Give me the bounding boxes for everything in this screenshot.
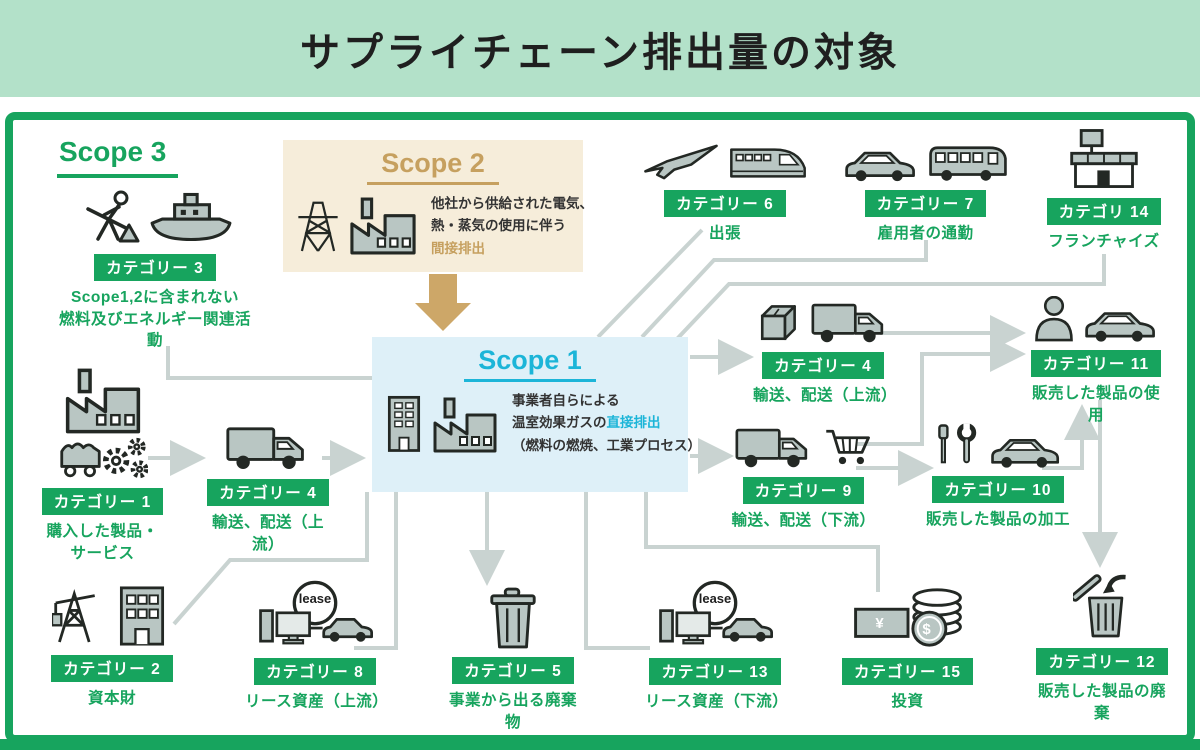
factory-icon bbox=[59, 368, 147, 434]
oil-derrick-icon bbox=[52, 585, 104, 647]
category-label: 雇用者の通勤 bbox=[877, 225, 974, 242]
airplane-icon bbox=[642, 142, 720, 182]
category-badge: カテゴリー 13 bbox=[649, 658, 781, 685]
category-7-node: カテゴリー 7 雇用者の通勤 bbox=[838, 142, 1013, 245]
category-label: 販売した製品の廃棄 bbox=[1037, 683, 1166, 722]
scope2-highlight: 間接排出 bbox=[431, 240, 485, 256]
truck-icon bbox=[733, 423, 815, 469]
storefront-icon bbox=[1066, 128, 1142, 190]
office-tower-icon bbox=[382, 393, 426, 453]
category-badge: カテゴリー 1 bbox=[41, 488, 164, 515]
title-banner: サプライチェーン排出量の対象 bbox=[0, 0, 1200, 97]
category-badge: カテゴリー 12 bbox=[1036, 648, 1168, 675]
shopping-cart-icon bbox=[823, 426, 875, 469]
car-icon bbox=[843, 144, 919, 182]
category-8-node: lease カテゴリー 8 リース資産（上流） bbox=[245, 580, 389, 713]
category-11-node: カテゴリー 11 販売した製品の使用 bbox=[1026, 296, 1166, 426]
trash-bin-icon bbox=[486, 587, 540, 649]
category-badge: カテゴリー 6 bbox=[664, 190, 786, 217]
category-4-upstream-node: カテゴリー 4 輸送、配送（上流） bbox=[203, 421, 333, 555]
digging-worker-icon bbox=[76, 188, 140, 246]
category-label: 投資 bbox=[891, 693, 924, 710]
scope1-highlight: 直接排出 bbox=[606, 415, 661, 431]
category-label: 資本財 bbox=[87, 690, 136, 707]
person-icon bbox=[1033, 296, 1075, 342]
category-label: Scope1,2に含まれない 燃料及びエネルギー関連活動 bbox=[58, 289, 251, 350]
category-badge: カテゴリー 15 bbox=[841, 658, 974, 685]
category-badge: カテゴリー 10 bbox=[932, 476, 1064, 503]
scope1-box: Scope 1 事業者自らによる 温室効果ガスの直接排出 （燃料の燃焼、工業プロ… bbox=[372, 337, 701, 492]
category-9-node: カテゴリー 9 輸送、配送（下流） bbox=[731, 423, 876, 532]
category-label: リース資産（上流） bbox=[245, 693, 389, 710]
category-label: 輸送、配送（下流） bbox=[731, 512, 876, 529]
dollar-symbol: $ bbox=[922, 621, 931, 638]
category-label: 購入した製品・ サービス bbox=[46, 523, 159, 562]
package-box-icon bbox=[755, 302, 801, 344]
category-4-upstream-right-node: カテゴリー 4 輸送、配送（上流） bbox=[753, 298, 898, 407]
ship-icon bbox=[148, 188, 234, 246]
scope2-title: Scope 2 bbox=[283, 148, 583, 185]
factory-icon bbox=[428, 397, 502, 453]
category-label: リース資産（下流） bbox=[645, 693, 789, 710]
category-badge: カテゴリ 14 bbox=[1046, 198, 1162, 225]
page-title: サプライチェーン排出量の対象 bbox=[300, 30, 900, 75]
bullet-train-icon bbox=[728, 144, 808, 182]
category-label: 出張 bbox=[708, 225, 741, 242]
category-label: 販売した製品の使用 bbox=[1031, 385, 1160, 424]
category-label: 事業から出る廃棄物 bbox=[448, 692, 577, 731]
category-2-node: カテゴリー 2 資本財 bbox=[42, 585, 182, 710]
category-14-node: カテゴリ 14 フランチャイズ bbox=[1043, 128, 1165, 253]
scope1-title: Scope 1 bbox=[372, 345, 688, 382]
lease-bubble-label: lease bbox=[298, 591, 332, 606]
category-5-node: カテゴリー 5 事業から出る廃棄物 bbox=[443, 587, 583, 733]
category-badge: カテゴリー 11 bbox=[1030, 350, 1162, 377]
car-icon bbox=[1083, 305, 1159, 342]
category-13-node: lease カテゴリー 13 リース資産（下流） bbox=[645, 580, 789, 713]
category-label: 輸送、配送（上流） bbox=[753, 387, 898, 404]
office-building-icon bbox=[112, 585, 172, 647]
scope1-description: 事業者自らによる 温室効果ガスの直接排出 （燃料の燃焼、工業プロセス） bbox=[512, 393, 701, 453]
category-12-node: カテゴリー 12 販売した製品の廃棄 bbox=[1032, 574, 1172, 724]
category-badge: カテゴリー 7 bbox=[864, 190, 987, 217]
category-label: 輸送、配送（上流） bbox=[211, 514, 324, 553]
category-badge: カテゴリー 2 bbox=[51, 655, 173, 682]
category-15-node: ¥ $ カテゴリー 15 投資 bbox=[840, 584, 975, 713]
scope3-label: Scope 3 bbox=[57, 136, 179, 178]
tools-icon bbox=[933, 423, 981, 468]
category-badge: カテゴリー 5 bbox=[452, 657, 574, 684]
car-icon bbox=[989, 432, 1063, 468]
category-label: 販売した製品の加工 bbox=[925, 511, 1070, 528]
lease-bubble-label: lease bbox=[698, 591, 732, 606]
category-label: フランチャイズ bbox=[1048, 233, 1160, 250]
bus-icon bbox=[927, 142, 1009, 182]
scope2-description: 他社から供給された電気、 熱・蒸気の使用に伴う 間接排出 bbox=[431, 196, 593, 256]
scope2-to-scope1-arrow bbox=[415, 274, 471, 331]
category-1-node: カテゴリー 1 購入した製品・ サービス bbox=[35, 368, 170, 564]
category-badge: カテゴリー 4 bbox=[207, 479, 329, 506]
truck-icon bbox=[809, 298, 891, 344]
scope2-box: Scope 2 他社から供給された電気、 熱・蒸気の使用に伴う 間接排出 bbox=[283, 140, 593, 272]
scope3-heading: Scope 3 bbox=[57, 136, 179, 178]
footer-band bbox=[0, 739, 1200, 750]
category-6-node: カテゴリー 6 出張 bbox=[645, 142, 805, 245]
category-badge: カテゴリー 9 bbox=[742, 477, 865, 504]
factory-icon bbox=[345, 197, 421, 255]
category-badge: カテゴリー 3 bbox=[94, 254, 216, 281]
category-badge: カテゴリー 8 bbox=[254, 658, 376, 685]
open-trash-bin-icon bbox=[1073, 574, 1131, 640]
power-pylon-icon bbox=[293, 197, 343, 255]
category-10-node: カテゴリー 10 販売した製品の加工 bbox=[923, 423, 1073, 531]
yen-symbol: ¥ bbox=[875, 615, 884, 632]
category-badge: カテゴリー 4 bbox=[762, 352, 884, 379]
truck-icon bbox=[224, 421, 312, 471]
category-3-node: カテゴリー 3 Scope1,2に含まれない 燃料及びエネルギー関連活動 bbox=[55, 188, 255, 352]
mine-cart-gears-icon bbox=[58, 436, 148, 480]
